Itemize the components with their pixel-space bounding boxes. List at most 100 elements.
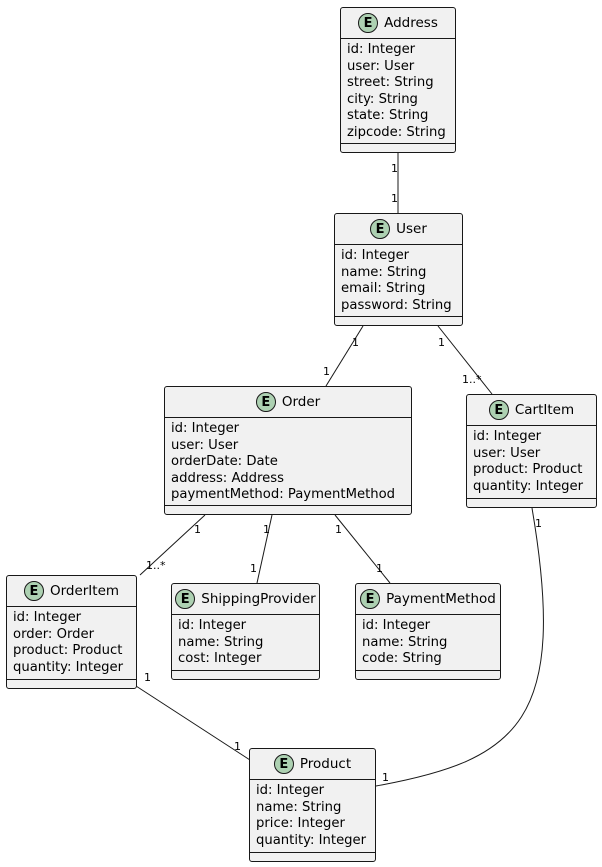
entity-fields: id: Integer order: Order product: Produc… (7, 607, 136, 676)
mult-user-order-to: 1 (323, 365, 330, 378)
entity-header: E CartItem (467, 395, 596, 426)
entity-title: OrderItem (49, 583, 120, 599)
entity-fields: id: Integer name: String price: Integer … (250, 780, 375, 849)
mult-cartitem-product-from: 1 (535, 517, 542, 530)
relation-line-order-shippingprovider (256, 514, 273, 584)
entity-icon: E (273, 754, 294, 774)
entity-fields: id: Integer user: User product: Product … (467, 426, 596, 495)
field: email: String (341, 281, 426, 297)
entity-shippingprovider[interactable]: E ShippingProvider id: Integer name: Str… (171, 583, 320, 680)
entity-title: User (396, 221, 427, 237)
relation-line-order-paymentmethod (334, 514, 391, 584)
field: id: Integer (362, 618, 431, 633)
field: name: String (362, 634, 448, 650)
relation-line-cartitem-product (375, 507, 544, 787)
field: id: Integer (341, 248, 410, 263)
entity-header: E Product (250, 749, 375, 780)
entity-title: CartItem (514, 402, 575, 418)
field: price: Integer (256, 816, 345, 832)
field: name: String (178, 634, 264, 650)
field: name: String (256, 799, 342, 815)
mult-orderitem-product-from: 1 (144, 671, 151, 684)
field: id: Integer (473, 429, 542, 444)
entity-paymentmethod[interactable]: E PaymentMethod id: Integer name: String… (355, 583, 501, 680)
entity-title: ShippingProvider (201, 591, 316, 607)
entity-title: Order (281, 394, 321, 410)
mult-user-order-from: 1 (352, 336, 359, 349)
entity-header: E User (335, 214, 462, 245)
field: street: String (347, 75, 434, 91)
entity-divider (356, 670, 500, 671)
entity-header: E Address (341, 8, 455, 39)
mult-orderitem-product-to: 1 (234, 740, 241, 753)
entity-product[interactable]: E Product id: Integer name: String price… (249, 748, 376, 862)
field: paymentMethod: PaymentMethod (171, 487, 396, 503)
entity-fields: id: Integer name: String cost: Integer (172, 615, 319, 668)
field: user: User (473, 445, 541, 461)
field: cost: Integer (178, 651, 262, 667)
entity-icon: E (370, 219, 391, 239)
entity-icon: E (255, 392, 276, 412)
entity-header: E PaymentMethod (356, 584, 500, 615)
entity-user[interactable]: E User id: Integer name: String email: S… (334, 213, 463, 326)
field: zipcode: String (347, 124, 446, 140)
entity-address[interactable]: E Address id: Integer user: User street:… (340, 7, 456, 153)
entity-fields: id: Integer user: User street: String ci… (341, 39, 455, 142)
entity-orderitem[interactable]: E OrderItem id: Integer order: Order pro… (6, 575, 137, 689)
mult-user-cartitem-from: 1 (438, 336, 445, 349)
field: code: String (362, 651, 442, 667)
entity-icon: E (23, 581, 44, 601)
field: product: Product (473, 462, 583, 478)
mult-address-user-to: 1 (391, 192, 398, 205)
mult-order-payment-from: 1 (335, 523, 342, 536)
entity-icon: E (358, 13, 379, 33)
entity-fields: id: Integer name: String email: String p… (335, 245, 462, 314)
mult-order-payment-to: 1 (376, 562, 383, 575)
field: id: Integer (13, 610, 82, 625)
relation-line-user-cartitem (437, 325, 493, 395)
mult-order-orderitem-from: 1 (194, 523, 201, 536)
entity-icon: E (360, 589, 381, 609)
field: quantity: Integer (256, 832, 367, 848)
field: id: Integer (347, 42, 416, 57)
mult-address-user-from: 1 (391, 162, 398, 175)
entity-header: E Order (165, 387, 411, 418)
field: id: Integer (178, 618, 247, 633)
mult-cartitem-product-to: 1 (382, 771, 389, 784)
entity-divider (467, 498, 596, 499)
field: id: Integer (171, 421, 240, 436)
entity-title: PaymentMethod (386, 591, 496, 607)
field: password: String (341, 297, 452, 313)
field: order: Order (13, 626, 95, 642)
field: address: Address (171, 470, 284, 486)
field: quantity: Integer (13, 659, 124, 675)
entity-divider (250, 852, 375, 853)
mult-order-orderitem-to: 1..* (146, 559, 166, 572)
entity-order[interactable]: E Order id: Integer user: User orderDate… (164, 386, 412, 515)
field: user: User (347, 58, 415, 74)
field: quantity: Integer (473, 478, 584, 494)
field: orderDate: Date (171, 454, 278, 470)
entity-header: E OrderItem (7, 576, 136, 607)
mult-order-shipping-to: 1 (250, 562, 257, 575)
entity-title: Address (384, 15, 438, 31)
mult-user-cartitem-to: 1..* (462, 373, 482, 386)
entity-divider (341, 143, 455, 144)
entity-title: Product (299, 756, 352, 772)
relation-line-user-order (325, 325, 364, 387)
field: city: String (347, 91, 418, 107)
entity-cartitem[interactable]: E CartItem id: Integer user: User produc… (466, 394, 597, 508)
entity-fields: id: Integer name: String code: String (356, 615, 500, 668)
entity-divider (335, 316, 462, 317)
field: product: Product (13, 643, 123, 659)
entity-icon: E (488, 400, 509, 420)
entity-divider (172, 670, 319, 671)
relation-line-order-orderitem (139, 514, 206, 576)
entity-divider (7, 679, 136, 680)
entity-header: E ShippingProvider (172, 584, 319, 615)
entity-icon: E (175, 589, 196, 609)
field: state: String (347, 108, 429, 124)
relation-line-orderitem-product (135, 685, 251, 761)
